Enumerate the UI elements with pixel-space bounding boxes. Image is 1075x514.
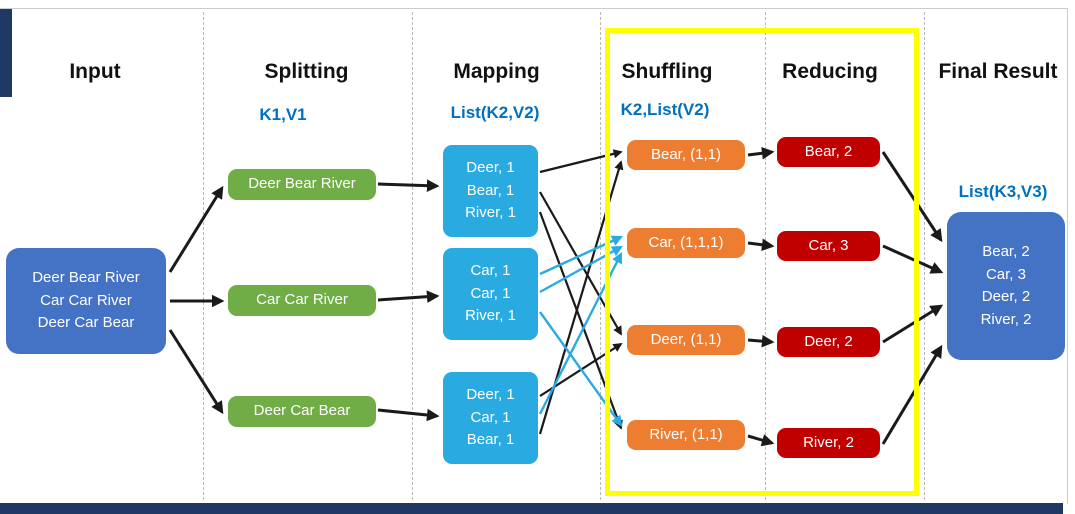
shuffling-box-deer: Deer, (1,1) [627, 325, 745, 355]
subheader-k2listv2: K2,List(V2) [620, 100, 710, 119]
reducing-box-bear: Bear, 2 [777, 137, 880, 167]
column-header-mapping: Mapping [453, 60, 540, 83]
subheader-k1v1: K1,V1 [259, 105, 307, 124]
column-header-reducing: Reducing [782, 60, 878, 83]
column-header-shuffling: Shuffling [621, 60, 713, 83]
slide-top-border [0, 8, 1068, 9]
shuffling-box-river: River, (1,1) [627, 420, 745, 450]
mapping-box-2: Car, 1 Car, 1 River, 1 [443, 248, 538, 340]
mapping-box-1: Deer, 1 Bear, 1 River, 1 [443, 145, 538, 237]
final-result-box: Bear, 2 Car, 3 Deer, 2 River, 2 [947, 212, 1065, 360]
splitting-box-2: Car Car River [228, 285, 376, 316]
left-edge-bar [0, 9, 12, 97]
bottom-bar [0, 503, 1063, 514]
column-separator [412, 12, 413, 500]
input-box: Deer Bear River Car Car River Deer Car B… [6, 248, 166, 354]
reducing-box-car: Car, 3 [777, 231, 880, 261]
map-to-shuffle-black-arrows [538, 149, 624, 435]
slide-right-border [1067, 8, 1068, 504]
column-header-input: Input [69, 60, 121, 83]
column-separator [203, 12, 204, 500]
mapping-box-3: Deer, 1 Car, 1 Bear, 1 [443, 372, 538, 464]
map-to-shuffle-blue-arrows [538, 235, 624, 427]
subheader-listk2v2: List(K2,V2) [450, 103, 540, 122]
splitting-box-3: Deer Car Bear [228, 396, 376, 427]
column-separator [924, 12, 925, 500]
reducing-box-deer: Deer, 2 [777, 327, 880, 357]
column-separator [600, 12, 601, 500]
subheader-listk3v3: List(K3,V3) [958, 182, 1048, 201]
reducing-box-river: River, 2 [777, 428, 880, 458]
column-header-splitting: Splitting [264, 60, 349, 83]
splitting-box-1: Deer Bear River [228, 169, 376, 200]
column-separator [765, 12, 766, 500]
shuffling-box-bear: Bear, (1,1) [627, 140, 745, 170]
shuffling-box-car: Car, (1,1,1) [627, 228, 745, 258]
column-header-final-result: Final Result [938, 60, 1058, 83]
